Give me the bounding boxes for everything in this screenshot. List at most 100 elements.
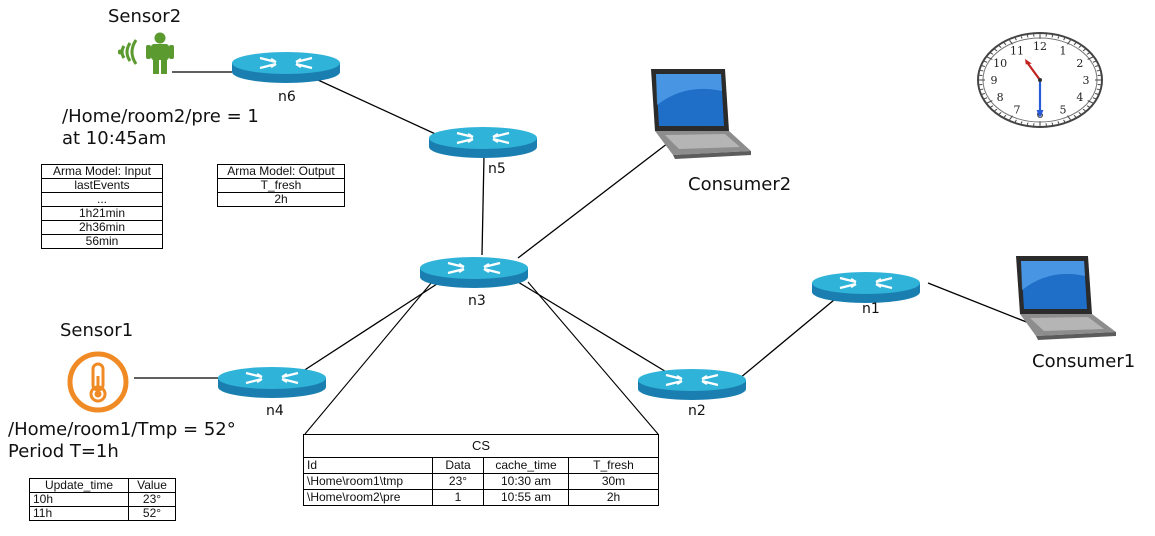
clock-numeral: 3: [1083, 74, 1090, 87]
consumer1-laptop-icon: [1016, 256, 1116, 340]
clock-tick: [1086, 52, 1090, 55]
clock-tick: [1073, 42, 1077, 46]
clock-numeral: 2: [1076, 57, 1083, 70]
link-cs-n3-left: [304, 281, 433, 435]
clock-tick: [994, 108, 998, 112]
clock-tick: [1095, 65, 1099, 68]
clock-numeral: 9: [991, 74, 998, 87]
clock-tick: [1092, 60, 1096, 63]
node-label-n3: n3: [468, 293, 486, 309]
sensor2-time-line: at 10:45am: [62, 128, 167, 149]
arma-output-header: Arma Model: Output: [217, 164, 345, 179]
sensor1-table-cell: 52°: [128, 506, 176, 521]
arma-output-row: T_fresh: [217, 178, 345, 193]
clock-tick: [1092, 97, 1096, 100]
arma-input-row: 2h36min: [41, 220, 163, 235]
clock-tick: [1057, 36, 1060, 39]
clock-numeral: 1: [1060, 45, 1067, 58]
sensor1-period-line: Period T=1h: [8, 441, 119, 462]
clock-tick: [1014, 119, 1017, 123]
router-n5: [429, 127, 537, 158]
clock-numeral: 7: [1014, 103, 1021, 116]
clock-tick: [1009, 115, 1013, 121]
clock-tick: [1095, 92, 1099, 95]
sensor1-update-table: Update_time Value 10h 23° 11h 52°: [29, 478, 176, 521]
clock-center: [1038, 78, 1042, 82]
consumer2-laptop-icon: [651, 69, 751, 159]
clock-tick: [998, 112, 1002, 115]
sensor1-table-cell: 10h: [29, 492, 129, 507]
clock-tick: [1003, 42, 1007, 46]
cs-cell: \Home\room1\tmp: [303, 473, 433, 490]
cs-header-id: Id: [303, 457, 433, 474]
sensor1-table-header: Value: [128, 478, 176, 493]
clock-tick: [986, 100, 993, 104]
clock-tick: [984, 97, 988, 100]
arma-input-row: 56min: [41, 234, 163, 249]
clock-tick: [990, 105, 994, 108]
clock-numeral: 8: [997, 91, 1004, 104]
link-n6-n5: [304, 73, 443, 138]
link-n2-n1: [739, 294, 841, 379]
arma-input-table: Arma Model: Input lastEvents ... 1h21min…: [41, 164, 163, 249]
clock-tick: [1078, 45, 1082, 48]
arma-input-row: lastEvents: [41, 178, 163, 193]
cs-cell: 2h: [568, 489, 659, 506]
cs-cell: \Home\room2\pre: [303, 489, 433, 506]
link-n3-consumer2: [517, 139, 673, 259]
arma-input-row: ...: [41, 192, 163, 207]
node-label-n4: n4: [266, 403, 284, 419]
clock-tick: [1063, 119, 1066, 123]
sensor1-name-line: /Home/room1/Tmp = 52°: [8, 419, 236, 440]
cs-header-data: Data: [432, 457, 484, 474]
clock-tick: [1078, 112, 1082, 115]
clock-minute-arrow: [1036, 110, 1044, 118]
cs-cell: 10:55 am: [483, 489, 569, 506]
clock-tick: [1051, 34, 1054, 38]
clock-tick: [1082, 48, 1086, 52]
clock-tick: [1051, 122, 1054, 126]
cs-cell: 23°: [432, 473, 484, 490]
router-n2: [638, 369, 746, 400]
clock-tick: [981, 92, 985, 95]
link-n3-n4: [299, 281, 441, 374]
cs-caption: CS: [303, 434, 659, 458]
clock-tick: [1087, 56, 1094, 60]
clock-numeral: 10: [993, 57, 1007, 70]
link-cs-n3-right: [527, 281, 659, 435]
cs-cell: 10:30 am: [483, 473, 569, 490]
cs-header-cache-time: cache_time: [483, 457, 569, 474]
sensor1-thermometer-icon: [67, 351, 129, 413]
clock-tick: [1020, 36, 1023, 39]
clock-tick: [1020, 121, 1023, 124]
clock-tick: [1082, 108, 1086, 112]
router-n6: [232, 52, 340, 83]
clock-tick: [986, 56, 993, 60]
node-label-n2: n2: [688, 403, 706, 419]
router-n4: [218, 367, 326, 398]
clock-hour-hand: [1025, 60, 1041, 81]
clock-tick: [990, 52, 994, 55]
clock-icon: 121234567891011: [977, 32, 1103, 128]
node-label-n5: n5: [488, 161, 506, 177]
link-n3-n2: [517, 281, 669, 374]
clock-tick: [1067, 115, 1071, 121]
clock-tick: [1067, 39, 1071, 45]
clock-tick: [1026, 122, 1029, 126]
sensor2-person-icon: [118, 32, 174, 74]
cs-cell: 30m: [568, 473, 659, 490]
clock-tick: [1063, 37, 1066, 41]
sensor1-table-cell: 23°: [128, 492, 176, 507]
clock-tick: [994, 48, 998, 52]
link-n1-consumer1: [927, 282, 1035, 326]
clock-tick: [1009, 39, 1013, 45]
clock-tick: [981, 65, 985, 68]
sensor2-title: Sensor2: [108, 6, 182, 27]
clock-numeral: 4: [1076, 91, 1083, 104]
clock-numeral: 12: [1033, 40, 1047, 53]
node-label-n6: n6: [278, 89, 296, 105]
consumer2-label: Consumer2: [688, 174, 792, 195]
cs-header-t-fresh: T_fresh: [568, 457, 659, 474]
link-n5-n3: [481, 155, 485, 256]
